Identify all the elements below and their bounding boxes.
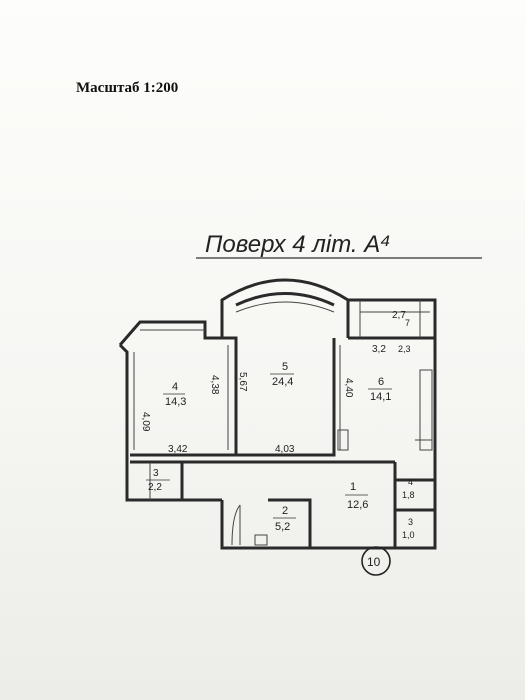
room-1-number: 1 bbox=[350, 481, 356, 493]
room-2-number: 2 bbox=[282, 505, 288, 517]
scale-label: Масштаб 1:200 bbox=[76, 80, 179, 96]
dim-width-middle: 4,03 bbox=[275, 444, 295, 455]
room-1-area: 12,6 bbox=[347, 499, 368, 511]
walls bbox=[118, 278, 437, 550]
room-4-area: 14,3 bbox=[165, 396, 186, 408]
dim-room-4-inner: 4,38 bbox=[209, 375, 220, 395]
marker-circle bbox=[361, 546, 391, 576]
room-5-area: 24,4 bbox=[272, 376, 293, 388]
small-room-3-number: 3 bbox=[408, 517, 413, 527]
dim-top-right-b: 3,2 bbox=[372, 344, 386, 355]
room-2-area: 5,2 bbox=[275, 521, 290, 533]
room-3-number: 3 bbox=[153, 468, 159, 479]
marker-label: 10 bbox=[367, 555, 381, 569]
small-room-7-number: 7 bbox=[405, 318, 410, 328]
dim-top-right-a: 2,7 bbox=[392, 310, 406, 321]
dim-room-5-side: 5,67 bbox=[237, 372, 248, 392]
dim-width-left: 3,42 bbox=[168, 444, 188, 455]
room-4-number: 4 bbox=[172, 381, 178, 393]
dim-room-6-side: 4,40 bbox=[343, 378, 354, 398]
small-room-4-number: 4 bbox=[408, 477, 413, 487]
floor-title: Поверх 4 літ. А⁴ bbox=[205, 231, 391, 258]
small-room-4-area: 1,8 bbox=[402, 490, 415, 500]
inner-lines bbox=[133, 300, 433, 546]
room-3-area: 2,2 bbox=[148, 482, 162, 493]
room-6-number: 6 bbox=[378, 376, 384, 388]
dim-room-4-side: 4,09 bbox=[140, 412, 151, 432]
small-room-7-area: 2,3 bbox=[398, 344, 411, 354]
room-6-area: 14,1 bbox=[370, 391, 391, 403]
room-5-number: 5 bbox=[282, 361, 288, 373]
small-room-3-area: 1,0 bbox=[402, 530, 415, 540]
